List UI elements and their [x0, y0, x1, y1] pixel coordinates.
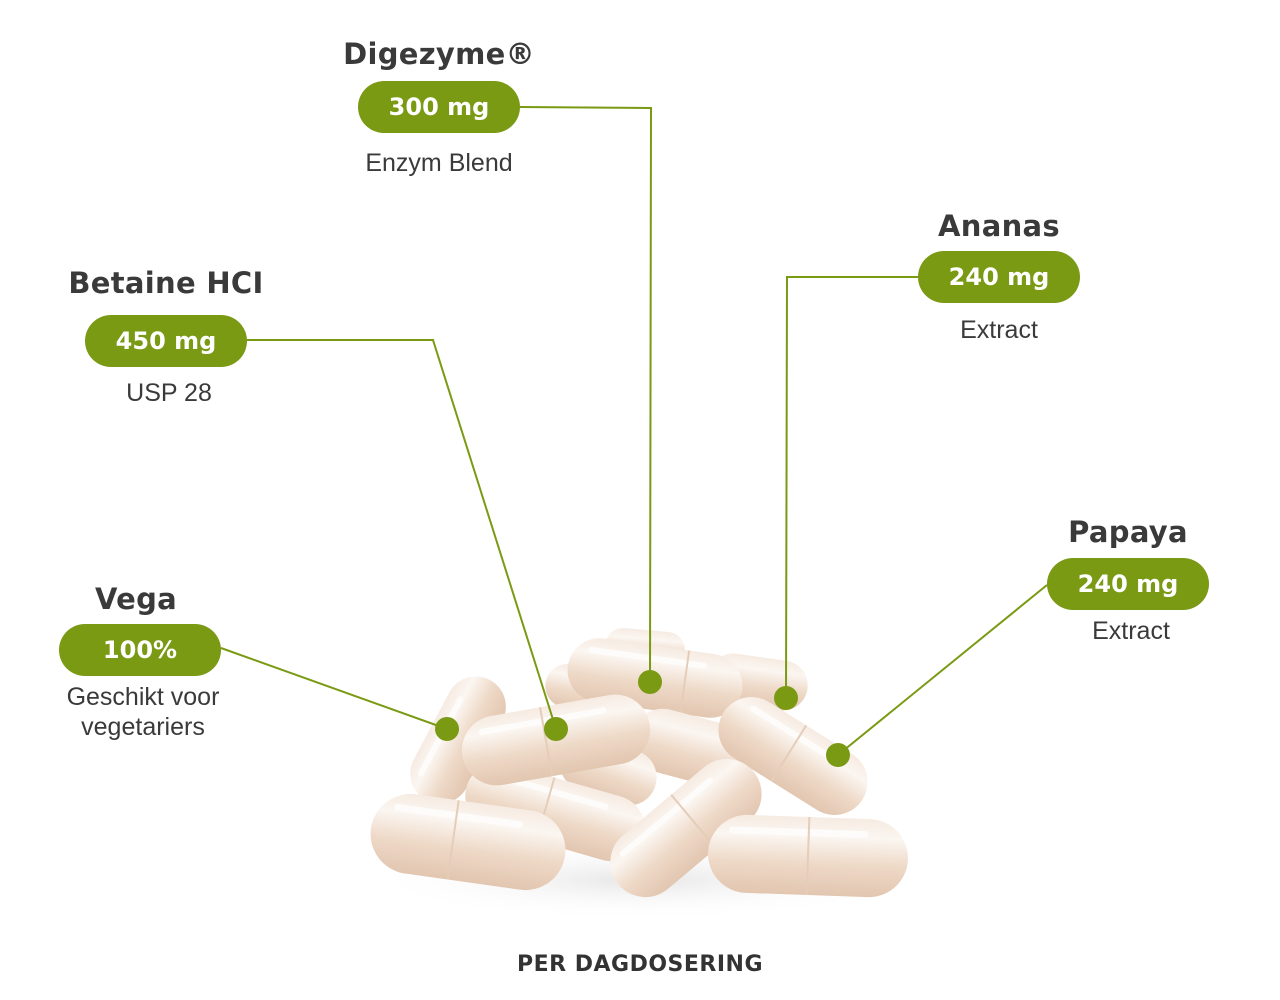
capsules — [370, 628, 908, 898]
vega-subtitle: Geschikt voor vegetariers — [67, 682, 220, 742]
marker-dot-betaine — [544, 717, 568, 741]
betaine-amount-badge: 450 mg — [85, 315, 247, 367]
leader-line-ananas — [785, 276, 918, 699]
marker-dot-ananas — [774, 686, 798, 710]
vega-subtitle-line2: vegetariers — [81, 713, 205, 741]
papaya-subtitle: Extract — [1092, 617, 1170, 645]
leader-line-vega — [220, 647, 448, 730]
betaine-title: Betaine HCI — [68, 266, 264, 300]
marker-dot-vega — [435, 717, 459, 741]
betaine-subtitle: USP 28 — [126, 379, 212, 407]
dosage-caption: PER DAGDOSERING — [516, 952, 764, 977]
ananas-title: Ananas — [938, 209, 1060, 243]
ananas-subtitle: Extract — [960, 316, 1038, 344]
papaya-title: Papaya — [1068, 515, 1188, 549]
vega-subtitle-line1: Geschikt voor — [66, 683, 220, 711]
digezyme-amount-badge: 300 mg — [358, 81, 520, 133]
digezyme-subtitle: Enzym Blend — [365, 149, 513, 177]
leader-line-betaine — [247, 339, 557, 730]
vega-title: Vega — [94, 582, 178, 616]
leader-line-digezyme — [519, 106, 653, 683]
marker-dot-papaya — [826, 743, 850, 767]
marker-dot-digezyme — [638, 670, 662, 694]
vega-badge: 100% — [59, 624, 221, 676]
leader-lines — [220, 106, 1048, 756]
leader-line-papaya — [837, 584, 1048, 756]
digezyme-title: Digezyme® — [343, 37, 535, 71]
marker-dots — [435, 670, 850, 767]
papaya-amount-badge: 240 mg — [1047, 558, 1209, 610]
ananas-amount-badge: 240 mg — [918, 251, 1080, 303]
